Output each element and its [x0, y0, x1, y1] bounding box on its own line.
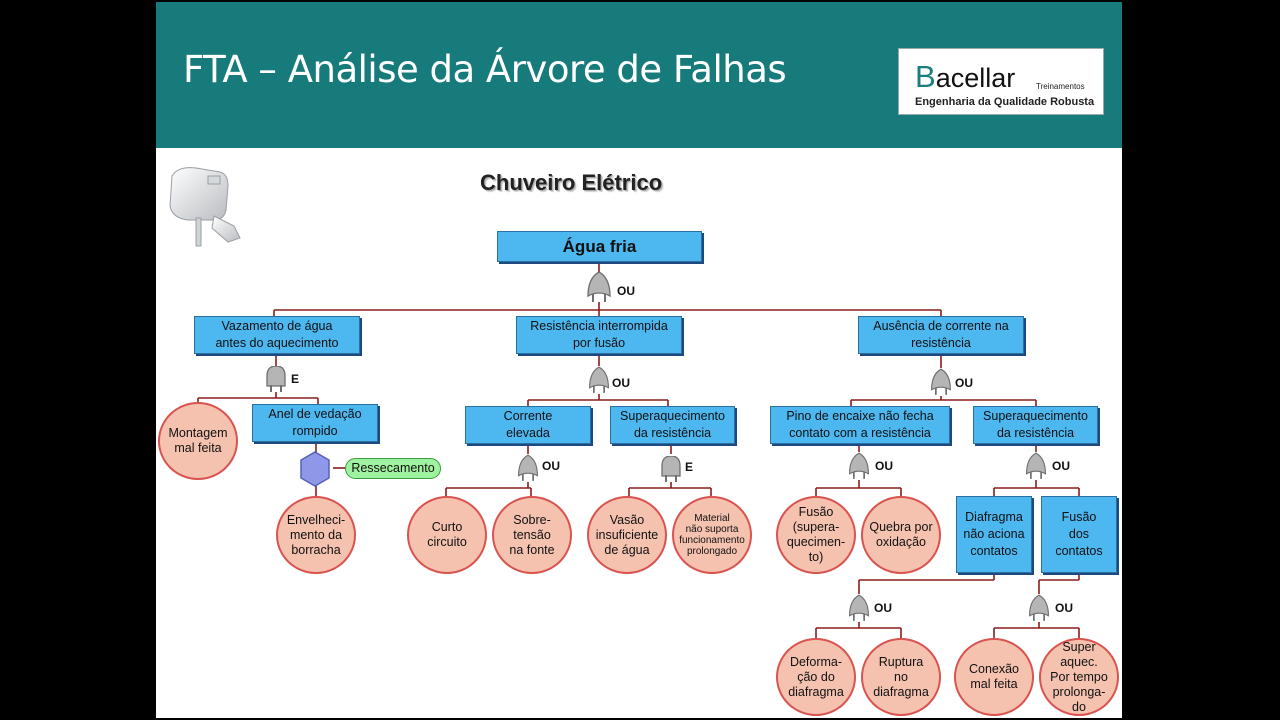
gate-label-vazamento: E	[291, 372, 300, 386]
event-fusao-contatos: Fusão dos contatos	[1041, 496, 1117, 573]
gate-top-or-icon	[587, 272, 611, 302]
basic-event-super-aquec: Super aquec. Por tempo prolonga- do	[1039, 638, 1119, 716]
basic-event-montagem: Montagem mal feita	[158, 402, 238, 480]
event-vazamento: Vazamento de água antes do aquecimento	[194, 316, 360, 354]
event-diafragma: Diafragma não aciona contatos	[956, 496, 1032, 573]
basic-event-fusao-superaquecimento: Fusão (supera- quecimen- to)	[776, 496, 856, 574]
basic-event-sobretensao: Sobre- tensão na fonte	[492, 496, 572, 574]
basic-event-deformacao: Deforma- ção do diafragma	[776, 638, 856, 716]
gate-label-top: OU	[617, 284, 635, 298]
top-event: Água fria	[497, 231, 702, 262]
logo-tag: Treinamentos	[1036, 82, 1085, 91]
shower-icon	[169, 167, 241, 247]
event-superaquecimento-1: Superaquecimento da resistência	[610, 406, 735, 444]
gate-label-diafragma: OU	[874, 601, 892, 615]
diagram-title: Chuveiro Elétrico	[480, 170, 663, 195]
event-corrente: Corrente elevada	[465, 406, 591, 444]
gate-ausencia-or-icon	[931, 368, 951, 395]
fault-tree-connectors	[197, 262, 1080, 638]
event-pino: Pino de encaixe não fecha contato com a …	[770, 406, 950, 444]
logo-initial: B	[915, 59, 936, 94]
basic-event-ruptura: Ruptura no diafragma	[861, 638, 941, 716]
basic-event-quebra: Quebra por oxidação	[861, 496, 941, 574]
hexagon-condition-icon	[300, 451, 330, 487]
gate-label-superaquecimento-2: OU	[1052, 459, 1070, 473]
gate-vazamento-and-icon	[266, 366, 286, 392]
event-ausencia: Ausência de corrente na resistência	[858, 316, 1024, 354]
gate-diafragma-or-icon	[849, 594, 869, 621]
basic-event-envelhecimento: Envelheci- mento da borracha	[276, 496, 356, 574]
gate-fusao-contatos-or-icon	[1029, 594, 1049, 621]
logo-subtitle: Engenharia da Qualidade Robusta	[915, 96, 1095, 108]
slide: FTA – Análise da Árvore de Falhas Bacell…	[156, 2, 1122, 718]
gate-corrente-or-icon	[518, 454, 538, 481]
event-anel: Anel de vedação rompido	[252, 404, 378, 442]
gate-superaquecimento-1-and-icon	[661, 456, 681, 482]
basic-event-material: Material não suporta funcionamento prolo…	[672, 496, 752, 574]
gate-label-pino: OU	[875, 459, 893, 473]
gate-label-corrente: OU	[542, 459, 560, 473]
gate-label-ausencia: OU	[955, 376, 973, 390]
gate-resistencia-or-icon	[589, 366, 609, 393]
slide-title: FTA – Análise da Árvore de Falhas	[183, 48, 787, 91]
condition-ressecamento: Ressecamento	[345, 458, 441, 479]
gate-label-fusao-contatos: OU	[1055, 601, 1073, 615]
bacellar-logo: Bacellar Treinamentos Engenharia da Qual…	[898, 48, 1104, 115]
event-resistencia: Resistência interrompida por fusão	[516, 316, 682, 354]
logo-brand: Bacellar	[915, 59, 1015, 95]
gate-superaquecimento-2-or-icon	[1026, 452, 1046, 479]
event-superaquecimento-2: Superaquecimento da resistência	[973, 406, 1098, 444]
slide-header: FTA – Análise da Árvore de Falhas Bacell…	[156, 2, 1122, 148]
logo-name: acellar	[935, 63, 1016, 93]
gate-pino-or-icon	[849, 452, 869, 479]
basic-event-conexao: Conexão mal feita	[954, 638, 1034, 716]
basic-event-curto: Curto circuito	[407, 496, 487, 574]
basic-event-vasao: Vasão insuficiente de água	[587, 496, 667, 574]
gate-label-superaquecimento-1: E	[685, 460, 694, 474]
gate-label-resistencia: OU	[612, 376, 630, 390]
